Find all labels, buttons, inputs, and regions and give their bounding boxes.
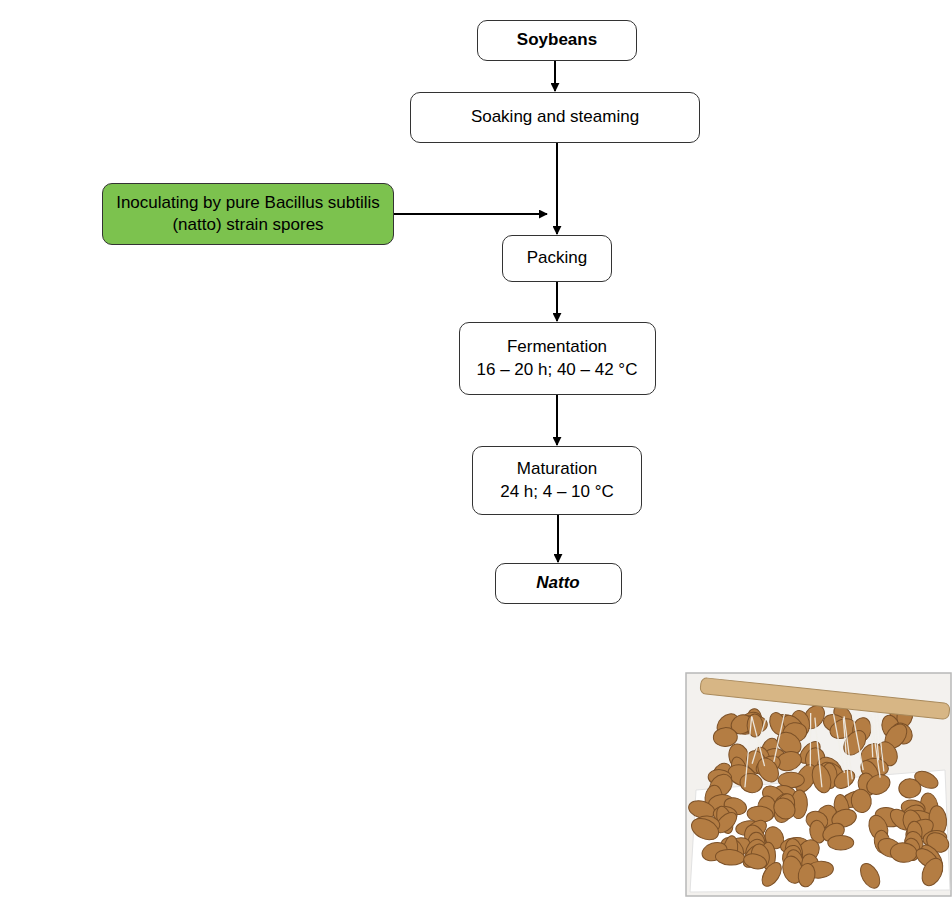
natto-string bbox=[871, 715, 873, 758]
process-box: Fermentation16 – 20 h; 40 – 42 °C bbox=[459, 322, 656, 395]
input-box: Inoculating by pure Bacillus subtilis (n… bbox=[102, 183, 394, 245]
photo-frame bbox=[686, 673, 951, 896]
process-box: Maturation24 h; 4 – 10 °C bbox=[472, 446, 642, 515]
process-box: Soaking and steaming bbox=[410, 92, 700, 143]
bean bbox=[742, 852, 768, 872]
bean bbox=[849, 788, 873, 814]
bean-pile bbox=[687, 701, 952, 891]
bean bbox=[857, 860, 884, 891]
step-detail: 16 – 20 h; 40 – 42 °C bbox=[477, 359, 638, 381]
bean bbox=[828, 835, 854, 850]
natto-string bbox=[815, 718, 822, 788]
natto-string bbox=[774, 713, 785, 762]
bean bbox=[770, 791, 798, 826]
bean bbox=[918, 855, 947, 889]
step-label: Fermentation bbox=[507, 336, 607, 358]
step-detail: 24 h; 4 – 10 °C bbox=[500, 481, 614, 503]
natto-string bbox=[878, 714, 884, 772]
bean bbox=[738, 771, 764, 794]
step-label: Inoculating by pure Bacillus subtilis (n… bbox=[115, 192, 381, 236]
natto-string bbox=[810, 713, 812, 766]
natto-string bbox=[853, 713, 864, 770]
step-label: Maturation bbox=[517, 458, 597, 480]
flow-arrow bbox=[394, 213, 547, 215]
chopstick bbox=[700, 678, 950, 720]
process-box: Packing bbox=[502, 235, 612, 282]
flow-arrow bbox=[556, 143, 558, 234]
flow-arrow bbox=[556, 282, 558, 321]
flow-arrow bbox=[556, 395, 558, 445]
natto-string bbox=[745, 716, 752, 787]
bean bbox=[715, 848, 745, 866]
bean bbox=[713, 727, 738, 747]
bean bbox=[899, 779, 921, 798]
natto-string bbox=[752, 717, 765, 766]
bean bbox=[758, 859, 785, 890]
process-box: Natto bbox=[495, 563, 622, 604]
bean bbox=[769, 794, 799, 824]
flow-arrow bbox=[557, 515, 559, 562]
natto-string bbox=[844, 716, 852, 779]
natto-strings bbox=[745, 713, 884, 787]
step-label: Natto bbox=[536, 572, 579, 594]
natto-string bbox=[834, 714, 845, 773]
bean bbox=[890, 842, 918, 863]
process-box: Soybeans bbox=[477, 20, 637, 61]
bean bbox=[797, 862, 817, 888]
flow-arrow bbox=[554, 61, 556, 91]
bean bbox=[688, 814, 722, 844]
step-label: Soybeans bbox=[517, 29, 597, 51]
step-label: Packing bbox=[527, 247, 587, 269]
step-label: Soaking and steaming bbox=[471, 106, 639, 128]
natto-string bbox=[875, 715, 879, 761]
